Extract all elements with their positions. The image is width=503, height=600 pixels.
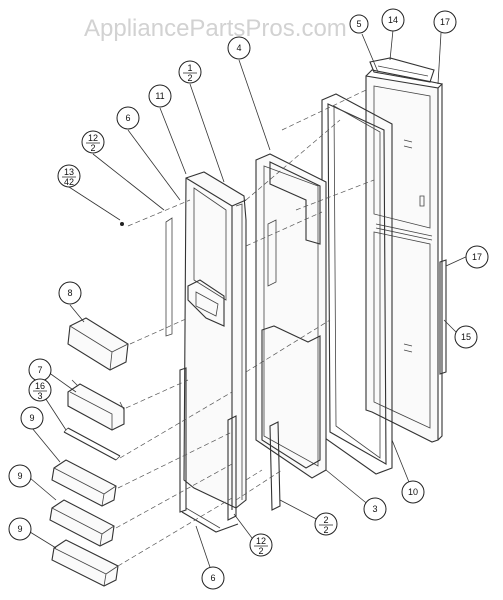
callout-12-2-top: 12 2 (81, 130, 105, 154)
callout-1-2: 1 2 (178, 60, 202, 84)
assembly-lines (115, 89, 375, 567)
callout-3-label: 3 (372, 504, 377, 514)
shelf-bar-part-16 (63, 427, 121, 461)
callout-9-c-label: 9 (17, 524, 22, 534)
callout-8: 8 (58, 281, 82, 305)
callout-7-label: 7 (37, 365, 42, 375)
callout-12-2-top-den: 2 (90, 143, 95, 153)
callout-4: 4 (227, 36, 251, 60)
callout-14-label: 14 (388, 15, 398, 25)
bin-part-9-c (51, 539, 119, 587)
cabinet-liner (183, 171, 247, 510)
callout-14: 14 (381, 8, 405, 32)
callout-10-label: 10 (408, 487, 418, 497)
callout-10: 10 (401, 480, 425, 504)
callout-13-42: 13 42 (57, 164, 81, 188)
callout-16-3: 16 3 (28, 378, 52, 402)
callout-17-top-label: 17 (440, 17, 450, 27)
callout-9-a-label: 9 (29, 413, 34, 423)
callout-1-2-top: 1 (187, 63, 192, 73)
callout-6-top-label: 6 (125, 113, 130, 123)
side-rail-left (165, 217, 187, 513)
callout-13-42-den: 42 (64, 177, 74, 187)
screw-detail (120, 222, 124, 226)
callout-12-2-bottom-den: 2 (258, 546, 263, 556)
callout-13-42-num: 13 (64, 167, 74, 177)
callout-17-mid: 17 (465, 245, 489, 269)
watermark-text: AppliancePartsPros.com (84, 15, 347, 42)
door-hinge-bracket (369, 57, 435, 83)
callout-2-2-den: 2 (323, 525, 328, 535)
callout-17-top: 17 (433, 10, 457, 34)
callout-16-3-den: 3 (37, 391, 42, 401)
door-liner (255, 153, 327, 479)
callout-16-3-num: 16 (35, 381, 45, 391)
outer-door-panel (365, 69, 444, 443)
callout-6-bottom: 6 (201, 566, 225, 590)
callout-5: 5 (349, 14, 369, 34)
bin-part-9-a (51, 459, 117, 507)
callout-15-label: 15 (461, 332, 471, 342)
callout-12-2-bottom-num: 12 (256, 536, 266, 546)
callout-7: 7 (28, 358, 52, 382)
callout-12-2-top-num: 12 (88, 133, 98, 143)
callout-15: 15 (454, 325, 478, 349)
bin-part-8 (67, 317, 129, 371)
door-trim-strip (439, 259, 447, 375)
bottom-trim (181, 507, 239, 533)
callout-12-2-bottom: 12 2 (249, 533, 273, 557)
leader-lines (29, 29, 471, 577)
callout-2-2-num: 2 (323, 515, 328, 525)
callout-9-c: 9 (8, 517, 32, 541)
callout-9-b: 9 (8, 464, 32, 488)
callout-11: 11 (148, 84, 172, 108)
callout-6-bottom-label: 6 (210, 573, 215, 583)
callout-5-label: 5 (356, 19, 361, 29)
callout-17-mid-label: 17 (472, 252, 482, 262)
callout-2-2: 2 2 (314, 512, 338, 536)
callout-9-a: 9 (20, 406, 44, 430)
shelf-retainer-bar (269, 421, 281, 511)
callout-6-top: 6 (116, 106, 140, 130)
callout-11-label: 11 (155, 91, 164, 101)
callout-1-2-bottom: 2 (187, 73, 192, 83)
callout-3: 3 (363, 497, 387, 521)
callout-8-label: 8 (67, 288, 72, 298)
bin-part-7 (67, 379, 125, 431)
callout-9-b-label: 9 (17, 471, 22, 481)
bin-part-9-b (49, 499, 115, 547)
callout-4-label: 4 (236, 43, 241, 53)
